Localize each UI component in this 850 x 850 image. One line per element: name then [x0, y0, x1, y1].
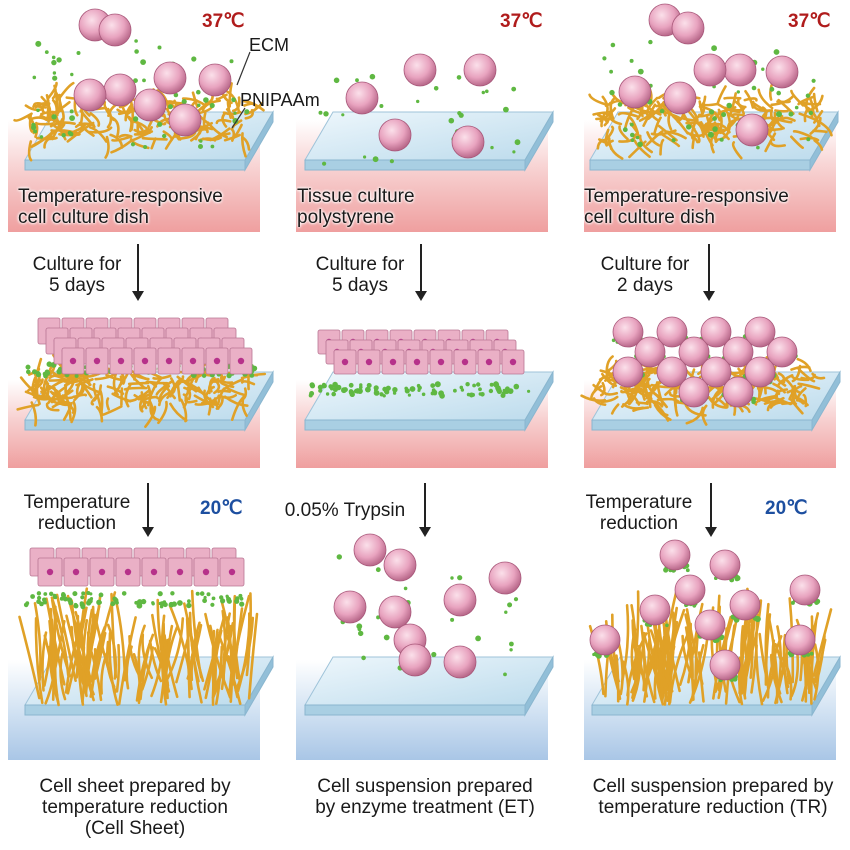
dish-label-col1: Temperature-responsivecell culture dish	[18, 186, 223, 228]
step1-label-col2: Culture for5 days	[305, 254, 415, 296]
step2-label-col2: 0.05% Trypsin	[275, 500, 415, 521]
arrow-step1-col2	[420, 244, 422, 299]
arrow-step2-col3	[710, 483, 712, 535]
dish-label-col2: Tissue culturepolystyrene	[297, 186, 415, 228]
arrow-step1-col1	[137, 244, 139, 299]
step1-label-col1: Culture for5 days	[22, 254, 132, 296]
caption-col3: Cell suspension prepared bytemperature r…	[578, 776, 848, 818]
arrow-step2-col1	[147, 483, 149, 535]
step2-label-col1: Temperaturereduction	[18, 492, 136, 534]
arrow-step1-col3	[708, 244, 710, 299]
dish-label-col3: Temperature-responsivecell culture dish	[584, 186, 789, 228]
arrow-step2-col2	[424, 483, 426, 535]
step1-label-col3: Culture for2 days	[590, 254, 700, 296]
step2-label-col3: Temperaturereduction	[580, 492, 698, 534]
